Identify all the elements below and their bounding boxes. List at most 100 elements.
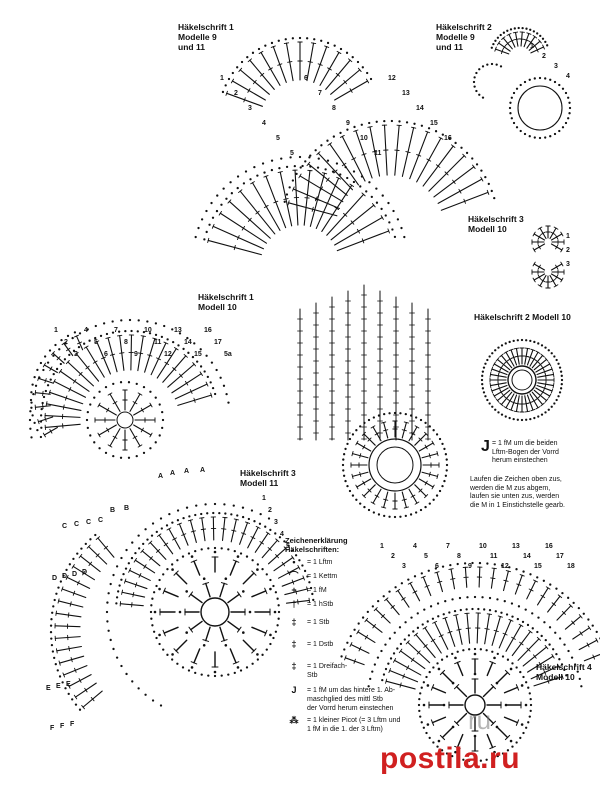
stitch-top (306, 161, 311, 167)
stitch-top (86, 544, 91, 549)
round-letter-label: D (62, 573, 67, 580)
chain-arc-dot (517, 605, 521, 608)
chain-arc-dot (432, 429, 435, 432)
fan-edge-chain (122, 572, 125, 576)
stitch-crossbar (390, 605, 395, 609)
petal-top (489, 660, 496, 665)
stitch-crossbar (511, 356, 517, 359)
stitch-top (302, 575, 305, 581)
chain-arc-dot (491, 405, 494, 408)
stitch-top (336, 176, 342, 180)
stitch-top (149, 402, 153, 408)
fan-edge-chain (278, 536, 282, 539)
chain-arc-dot (149, 390, 152, 393)
chain-arc-dot (451, 652, 454, 655)
row-number-label: 13 (174, 327, 182, 334)
stitch-crossbar (544, 381, 547, 387)
stitch-crossbar (527, 401, 533, 404)
stitch-crossbar (49, 428, 53, 434)
fan-edge-chain (166, 338, 169, 341)
stitch-top (348, 58, 353, 63)
fan-edge-chain (230, 192, 234, 195)
stitch-top (263, 175, 269, 178)
row-number-label: 3 (248, 105, 252, 112)
stitch-top (552, 371, 555, 378)
chain-arc-dot (445, 655, 449, 658)
row-number-label: 3 (402, 563, 406, 570)
stitch-top (480, 176, 484, 182)
chain-arc-dot (560, 383, 563, 386)
ring (511, 369, 533, 391)
legend-row: ‡= 1 Dstb (285, 640, 485, 662)
fan-edge-chain (357, 622, 360, 625)
stitch-top (540, 402, 545, 407)
stitch-top (431, 440, 435, 446)
chain-arc-dot (144, 693, 147, 696)
legend-row: ‡= 1 Stb (285, 618, 485, 640)
stitch-crossbar (367, 488, 372, 493)
round-letter-label: A (158, 473, 163, 480)
chain-arc-dot (525, 681, 528, 684)
chain-arc-dot (335, 162, 339, 165)
stitch-top (283, 546, 288, 551)
chain-arc-dot (137, 687, 140, 690)
stitch-top (207, 237, 210, 243)
chain-arc-dot (181, 666, 185, 669)
fan-edge-chain (88, 339, 91, 342)
chain-arc-dot (42, 368, 45, 372)
fan-edge-chain (493, 563, 496, 566)
chain-arc-dot (559, 370, 563, 373)
chain-arc-dot (155, 584, 158, 588)
chain-arc-dot (256, 563, 259, 566)
fan-edge-chain (111, 331, 115, 334)
stitch-crossbar (362, 480, 366, 486)
stitch-top (432, 620, 438, 624)
stitch-crossbar (74, 667, 77, 673)
stitch-top (450, 144, 456, 148)
stitch-crossbar (502, 632, 508, 636)
stitch-top (367, 126, 373, 128)
stitch-crossbar (78, 371, 83, 377)
chain-arc-dot (28, 418, 32, 422)
chain-arc-dot (348, 489, 352, 493)
row-number-label: 2 (542, 53, 546, 60)
petal-top (188, 626, 193, 633)
stitch-crossbar (78, 678, 82, 683)
fan-edge-chain (531, 627, 534, 630)
chain-arc-dot (277, 617, 280, 620)
stitch-crossbar (528, 40, 534, 45)
stitch-crossbar (134, 582, 138, 588)
chain-arc-dot (520, 418, 524, 422)
stitch-top (370, 425, 376, 429)
petal-chain-dot (473, 672, 477, 676)
chain-arc-dot (564, 121, 568, 125)
stitch-crossbar (571, 620, 575, 625)
chain-arc-dot (533, 416, 536, 420)
stitch-top (442, 616, 448, 620)
fan-edge-chain (449, 564, 452, 567)
chain-arc-dot (207, 547, 210, 550)
fan-edge-chain (269, 528, 272, 532)
chain-arc-dot (137, 319, 140, 322)
petal-chain-dot (442, 703, 446, 707)
fan-edge-chain (405, 121, 409, 124)
stitch-crossbar (273, 200, 279, 204)
petal-stitch (193, 648, 201, 664)
stitch-top (255, 525, 261, 529)
chain-arc-dot (445, 463, 449, 467)
stitch-crossbar (528, 588, 534, 592)
chain-arc-dot (359, 425, 362, 428)
fan-edge-chain (171, 521, 174, 524)
fan-edge-chain (492, 42, 495, 46)
stitch-top (495, 398, 500, 403)
chain-arc-dot (503, 600, 506, 603)
round-letter-label: D (52, 575, 57, 582)
chain-arc-dot (223, 503, 226, 506)
chain-arc-dot (30, 401, 33, 404)
fan-edge-chain (442, 613, 445, 616)
fan-edge-chain (59, 362, 62, 366)
stitch-crossbar (592, 654, 595, 660)
fan-edge-chain (509, 28, 513, 31)
chain-arc-dot (245, 666, 249, 669)
fan-edge-chain (274, 532, 277, 535)
